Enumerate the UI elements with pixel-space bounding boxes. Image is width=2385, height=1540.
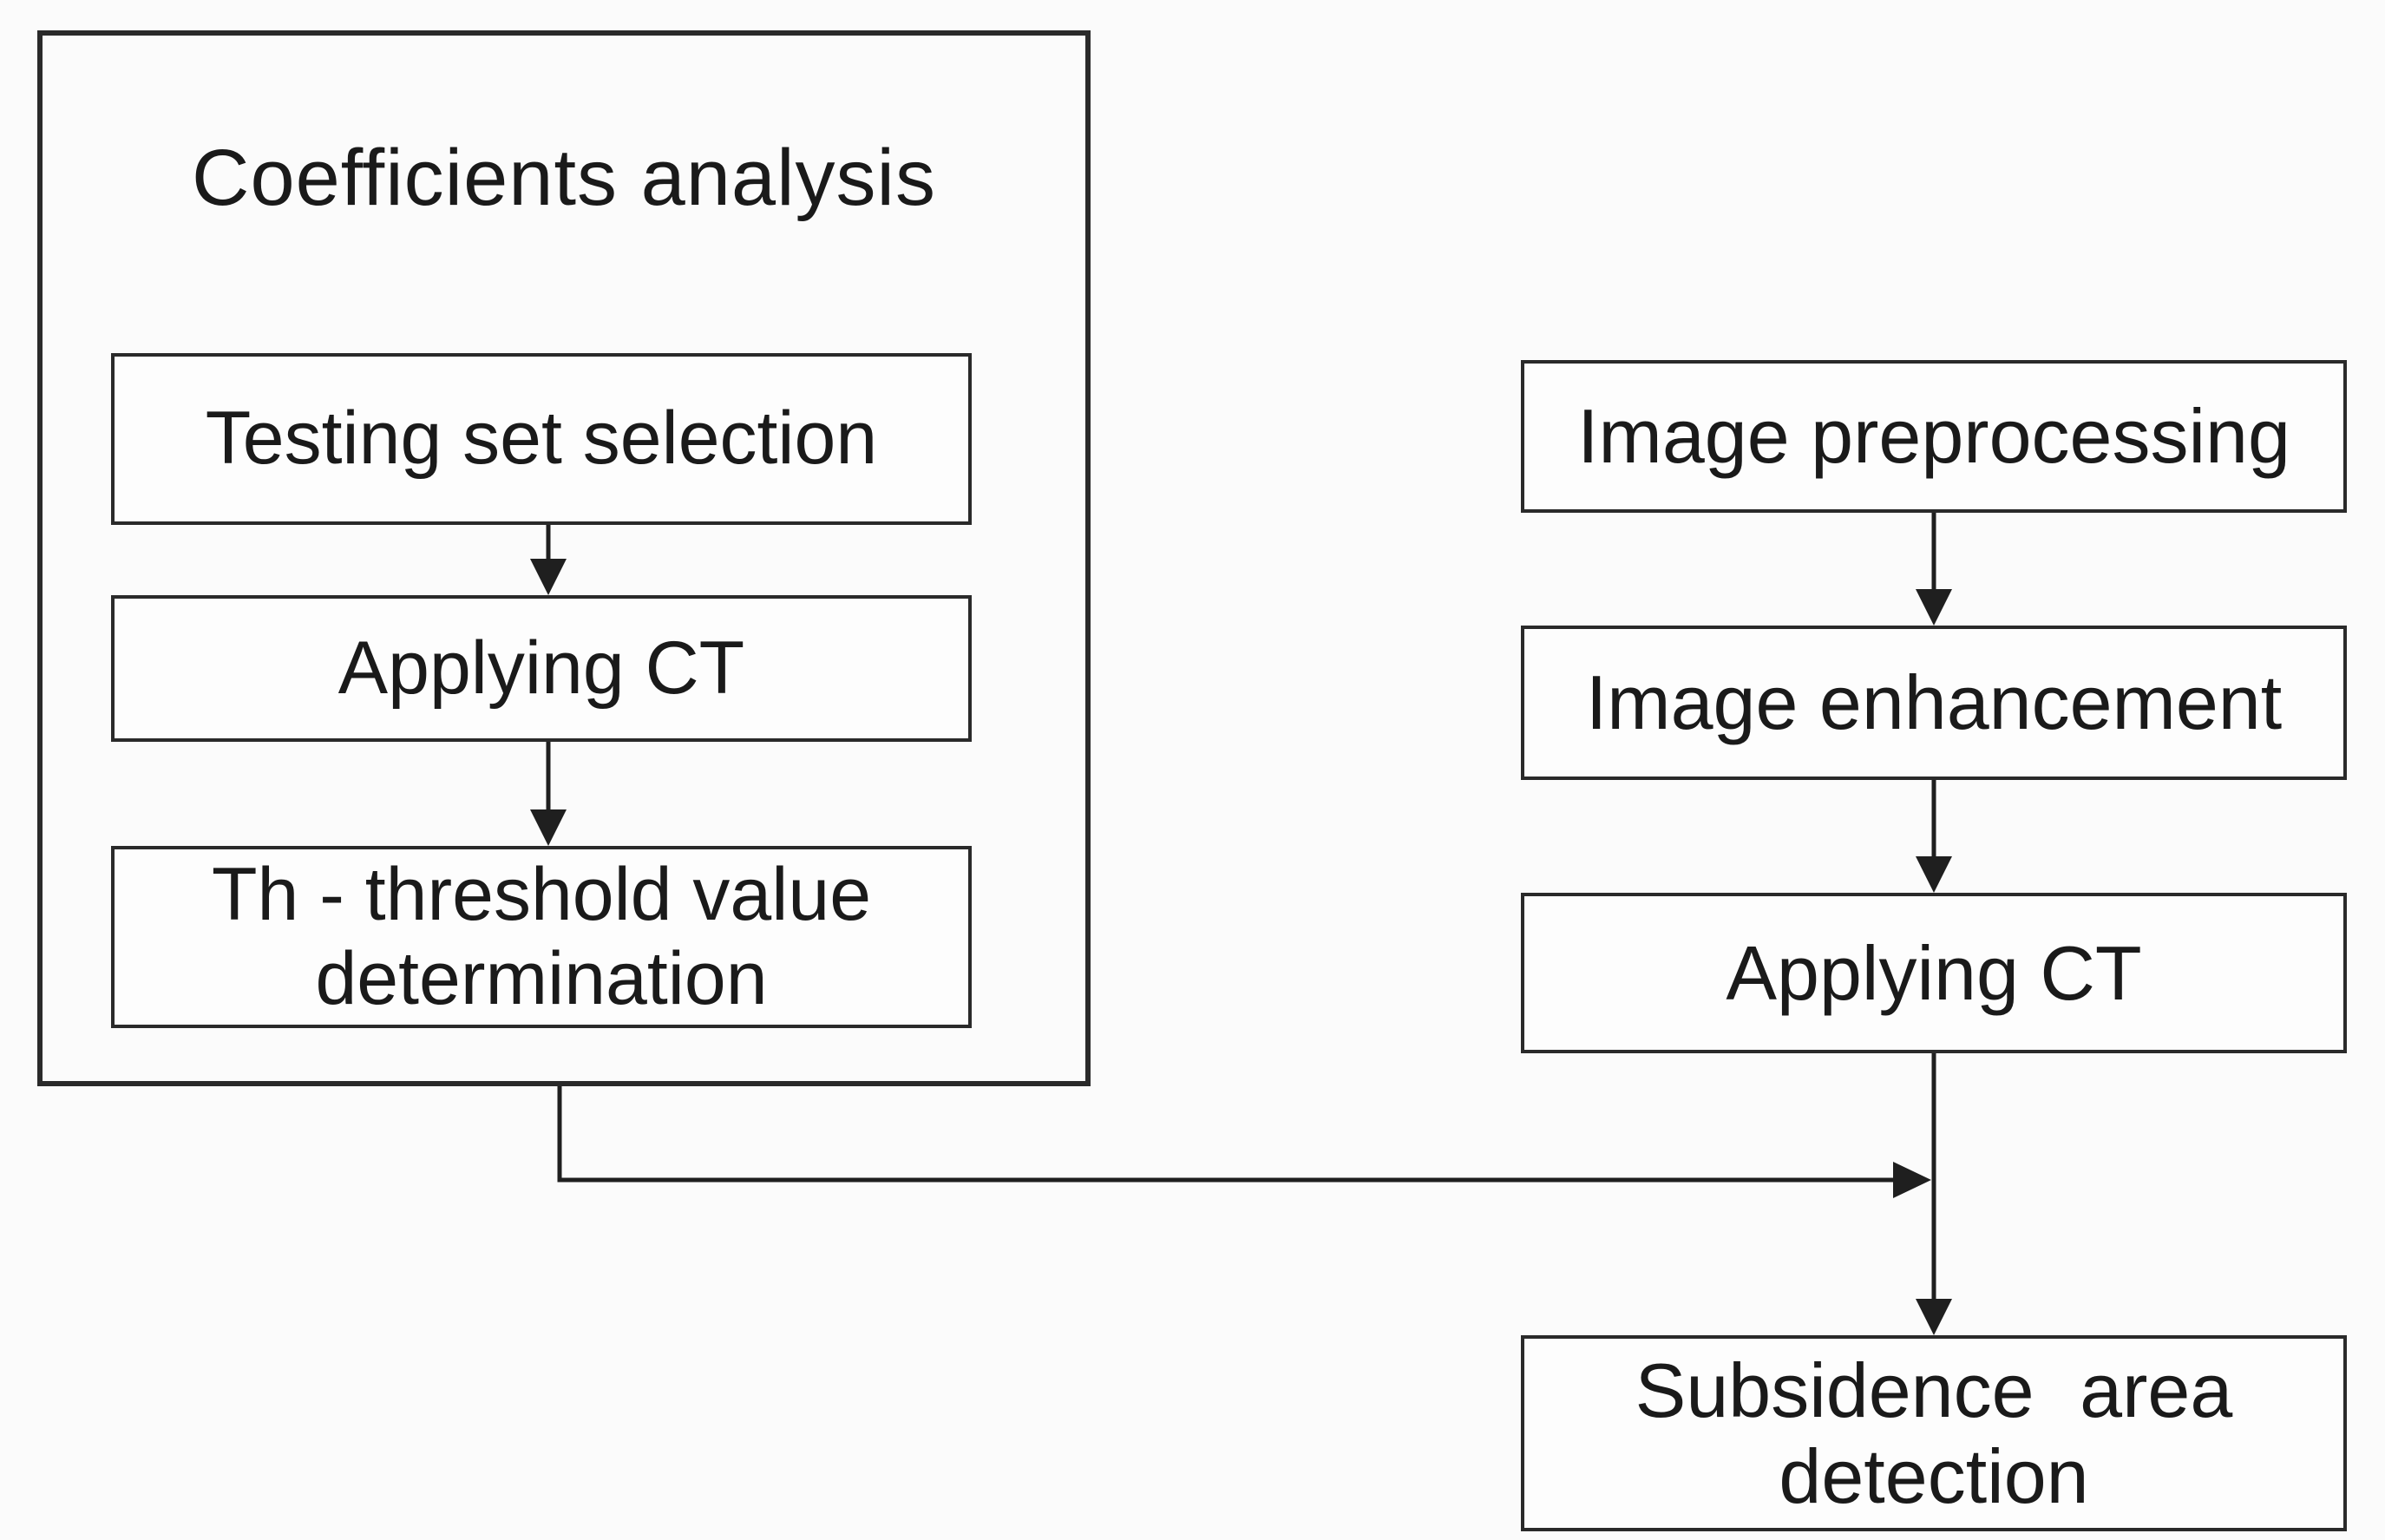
node-th-threshold-determination: Th - threshold value determination bbox=[111, 846, 972, 1028]
arrow-applyingct-to-subsidence bbox=[1916, 1053, 1952, 1335]
arrow-panel-to-junction bbox=[557, 1086, 1931, 1198]
node-applying-ct-right: Applying CT bbox=[1521, 893, 2347, 1053]
coefficients-analysis-panel: Coefficients analysis bbox=[37, 30, 1091, 1086]
arrow-preprocessing-to-enhancement bbox=[1916, 513, 1952, 626]
node-testing-set-selection: Testing set selection bbox=[111, 353, 972, 525]
node-subsidence-area-detection: Subsidence area detection bbox=[1521, 1335, 2347, 1531]
coefficients-panel-title: Coefficients analysis bbox=[192, 134, 936, 222]
arrow-enhancement-to-applyingct bbox=[1916, 780, 1952, 893]
node-applying-ct-left: Applying CT bbox=[111, 595, 972, 742]
node-image-preprocessing: Image preprocessing bbox=[1521, 360, 2347, 513]
node-image-enhancement: Image enhancement bbox=[1521, 626, 2347, 780]
